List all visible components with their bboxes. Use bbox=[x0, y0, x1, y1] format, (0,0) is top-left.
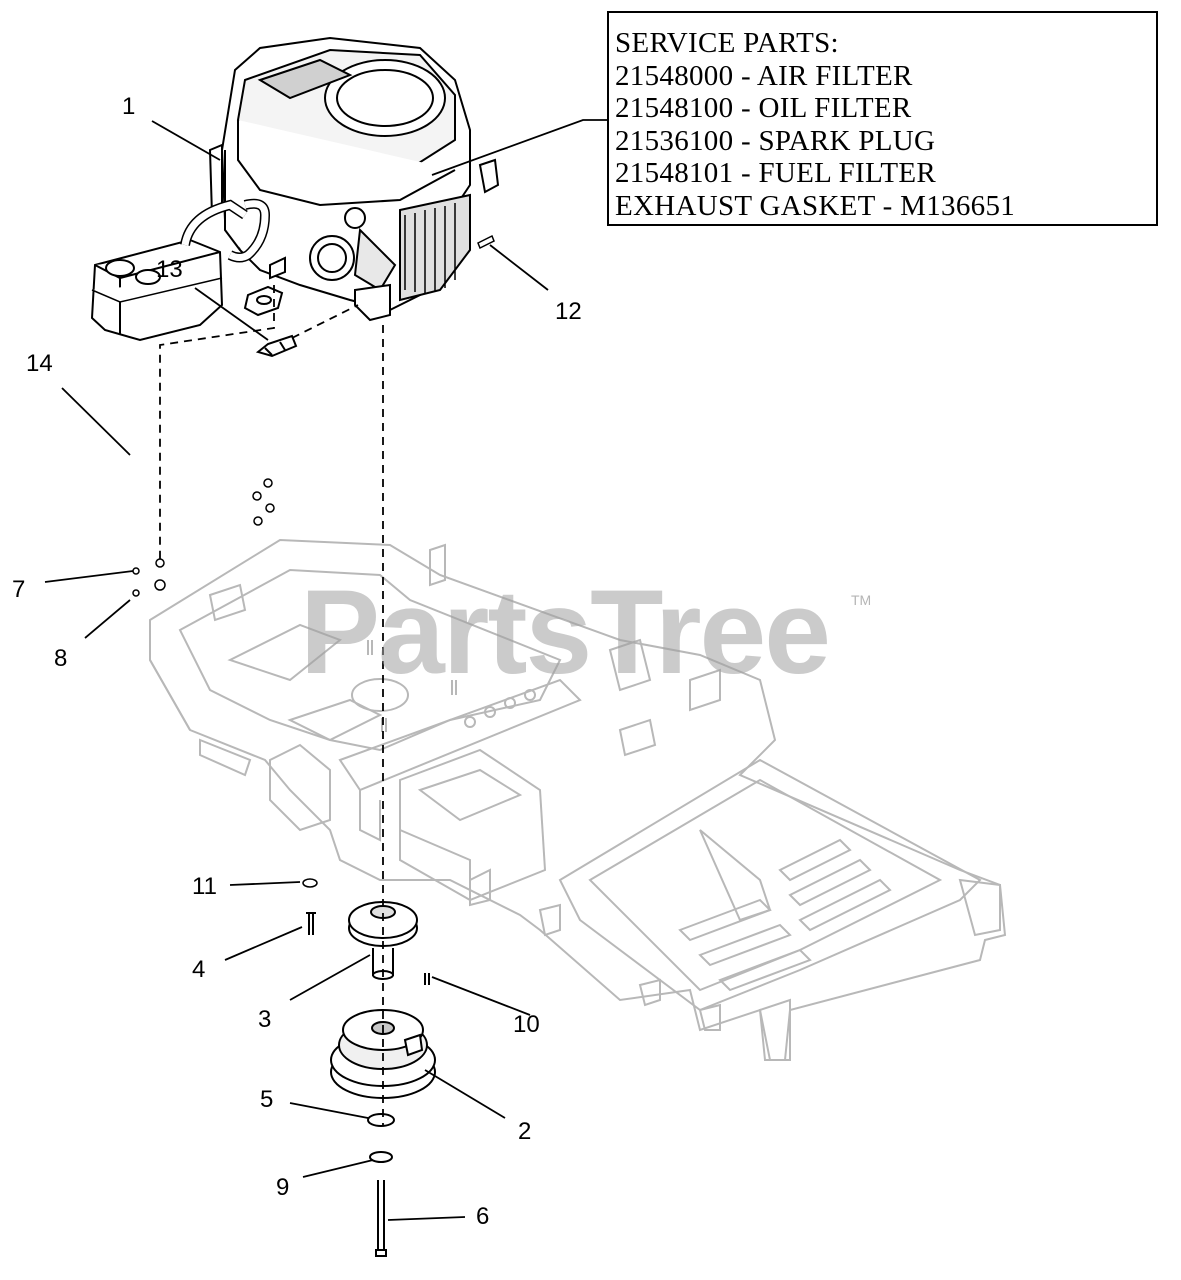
washer-11 bbox=[302, 878, 318, 888]
chassis-frame bbox=[149, 538, 1007, 1061]
leader-lines bbox=[44, 119, 607, 1221]
callout-1: 1 bbox=[122, 93, 136, 120]
bolt-4 bbox=[306, 912, 316, 935]
key-10 bbox=[424, 973, 430, 985]
service-part-line: 21536100 - SPARK PLUG bbox=[615, 124, 936, 157]
washer-9 bbox=[369, 1151, 393, 1163]
watermark-tm: TM bbox=[851, 592, 872, 608]
service-part-line: 21548101 - FUEL FILTER bbox=[615, 157, 937, 189]
callout-12: 12 bbox=[555, 298, 582, 325]
callout-10: 10 bbox=[513, 1011, 540, 1038]
bolt-6 bbox=[375, 1180, 387, 1257]
service-part-line: 21548100 - OIL FILTER bbox=[615, 92, 912, 124]
callout-2: 2 bbox=[518, 1118, 532, 1145]
nuts-group bbox=[132, 478, 275, 597]
callout-11: 11 bbox=[192, 873, 217, 900]
service-parts-heading: SERVICE PARTS: bbox=[615, 27, 839, 59]
watermark: PartsTree bbox=[300, 565, 831, 699]
callout-6: 6 bbox=[476, 1203, 490, 1230]
callout-7: 7 bbox=[12, 576, 26, 603]
callout-13: 13 bbox=[156, 256, 183, 283]
callout-3: 3 bbox=[258, 1006, 272, 1033]
engine bbox=[208, 36, 500, 322]
service-parts-box: SERVICE PARTS: 21548000 - AIR FILTER 215… bbox=[607, 11, 1158, 226]
callout-4: 4 bbox=[192, 956, 206, 983]
callout-5: 5 bbox=[260, 1086, 274, 1113]
washer-5 bbox=[367, 1113, 395, 1127]
callout-9: 9 bbox=[276, 1174, 290, 1201]
service-part-line: 21548000 - AIR FILTER bbox=[615, 59, 913, 92]
spark-plug bbox=[255, 334, 298, 358]
assembly-lines bbox=[159, 285, 384, 1125]
muffler bbox=[90, 198, 284, 342]
service-part-line: EXHAUST GASKET - M136651 bbox=[615, 189, 1016, 222]
callout-8: 8 bbox=[54, 645, 68, 672]
screw-12 bbox=[477, 234, 495, 250]
callout-14: 14 bbox=[26, 350, 53, 377]
